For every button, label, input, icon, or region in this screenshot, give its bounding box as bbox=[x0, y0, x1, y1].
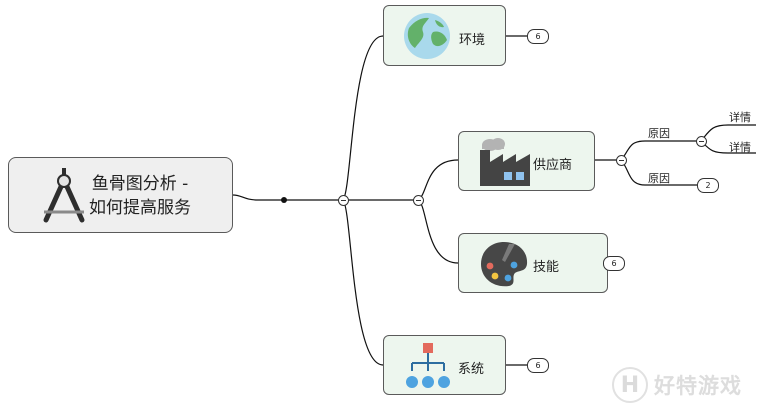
topic-label: 环境 bbox=[459, 33, 486, 48]
globe-icon bbox=[403, 12, 451, 64]
factory-icon bbox=[478, 136, 532, 192]
child-count-badge[interactable]: 2 bbox=[697, 178, 719, 193]
collapse-toggle-supplier[interactable] bbox=[616, 155, 627, 166]
topic-label: 技能 bbox=[533, 260, 560, 275]
detail-label[interactable]: 详情 bbox=[729, 141, 751, 154]
palette-icon bbox=[479, 240, 529, 292]
root-topic[interactable]: 鱼骨图分析 - 如何提高服务 bbox=[8, 157, 233, 233]
topic-skill[interactable]: 技能 bbox=[458, 233, 608, 293]
collapse-toggle-secondary[interactable] bbox=[413, 195, 424, 206]
collapse-toggle-main[interactable] bbox=[338, 195, 349, 206]
cause-label[interactable]: 原因 bbox=[648, 172, 670, 185]
topic-label: 供应商 bbox=[533, 158, 573, 173]
child-count-badge[interactable]: 6 bbox=[527, 29, 549, 44]
topic-supplier[interactable]: 供应商 bbox=[458, 131, 595, 191]
root-title: 鱼骨图分析 - 如何提高服务 bbox=[89, 174, 191, 218]
collapse-toggle-cause[interactable] bbox=[696, 136, 707, 147]
topic-system[interactable]: 系统 bbox=[383, 335, 506, 395]
detail-label[interactable]: 详情 bbox=[729, 111, 751, 124]
topic-label: 系统 bbox=[458, 362, 485, 377]
org-chart-icon bbox=[403, 341, 453, 395]
compass-icon bbox=[39, 168, 89, 230]
cause-label[interactable]: 原因 bbox=[648, 127, 670, 140]
watermark-text: 好特游戏 bbox=[654, 374, 742, 398]
child-count-badge[interactable]: 6 bbox=[527, 358, 549, 373]
watermark-logo: H bbox=[612, 367, 648, 403]
topic-environment[interactable]: 环境 bbox=[383, 5, 506, 66]
spine-dot bbox=[281, 197, 287, 203]
watermark: H 好特游戏 bbox=[612, 365, 742, 405]
child-count-badge[interactable]: 6 bbox=[603, 256, 625, 271]
